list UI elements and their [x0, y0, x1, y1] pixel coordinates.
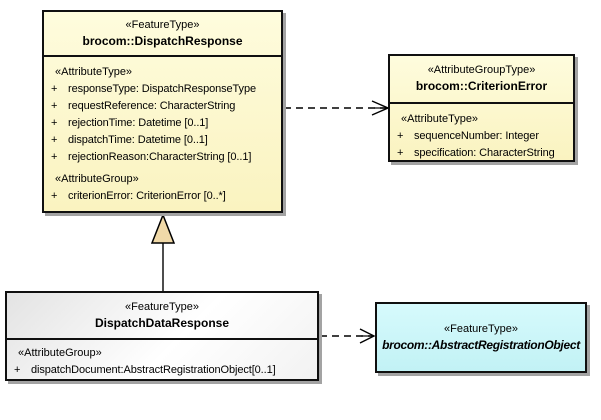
- class-title-compartment: «FeatureType» brocom::DispatchResponse: [44, 12, 281, 57]
- class-name: brocom::DispatchResponse: [82, 33, 243, 48]
- class-name: brocom::AbstractRegistrationObject: [382, 337, 580, 352]
- visibility-plus: +: [51, 134, 58, 146]
- class-box-abstract-registration-object[interactable]: «FeatureType» brocom::AbstractRegistrati…: [375, 302, 587, 373]
- attribute-text: criterionError: CriterionError [0..*]: [68, 190, 226, 202]
- generalization-triangle-icon: [150, 212, 176, 244]
- attribute-text: rejectionTime: Datetime [0..1]: [68, 117, 209, 129]
- section-heading: «AttributeGroup»: [55, 173, 139, 185]
- attribute-text: sequenceNumber: Integer: [414, 130, 539, 142]
- attribute-row[interactable]: + dispatchTime: Datetime [0..1]: [44, 132, 281, 149]
- attribute-text: requestReference: CharacterString: [68, 100, 236, 112]
- class-stereotype: «FeatureType»: [125, 300, 199, 313]
- attribute-text: responseType: DispatchResponseType: [68, 83, 256, 95]
- attribute-row[interactable]: + rejectionTime: Datetime [0..1]: [44, 115, 281, 132]
- attribute-row[interactable]: + criterionError: CriterionError [0..*]: [44, 188, 281, 205]
- attribute-row[interactable]: + responseType: DispatchResponseType: [44, 81, 281, 98]
- attribute-row[interactable]: + requestReference: CharacterString: [44, 98, 281, 115]
- class-stereotype: «FeatureType»: [125, 18, 200, 31]
- class-box-dispatch-response[interactable]: «FeatureType» brocom::DispatchResponse «…: [42, 10, 283, 213]
- class-title-compartment: «FeatureType» brocom::AbstractRegistrati…: [377, 304, 585, 371]
- attribute-text: dispatchDocument:AbstractRegistrationObj…: [31, 364, 276, 376]
- attribute-text: dispatchTime: Datetime [0..1]: [68, 134, 208, 146]
- class-attribute-compartment: «AttributeGroup» + dispatchDocument:Abst…: [7, 340, 317, 379]
- class-stereotype: «AttributeGroupType»: [427, 64, 536, 76]
- class-attribute-compartment: «AttributeType» + responseType: Dispatch…: [44, 57, 281, 205]
- attribute-row[interactable]: + rejectionReason:CharacterString [0..1]: [44, 149, 281, 166]
- dependency-arrow-dispatchdataresponse-abstractregistrationobject[interactable]: [320, 328, 376, 344]
- dependency-arrow-dispatchresponse-criterionerror[interactable]: [284, 100, 390, 116]
- class-stereotype: «FeatureType»: [444, 322, 518, 335]
- class-attribute-compartment: «AttributeType» + sequenceNumber: Intege…: [390, 104, 573, 162]
- attribute-text: rejectionReason:CharacterString [0..1]: [68, 151, 252, 163]
- class-title-compartment: «AttributeGroupType» brocom::CriterionEr…: [390, 56, 573, 104]
- visibility-plus: +: [51, 100, 58, 112]
- class-box-criterion-error[interactable]: «AttributeGroupType» brocom::CriterionEr…: [388, 54, 575, 162]
- visibility-plus: +: [397, 130, 404, 142]
- attribute-row[interactable]: + sequenceNumber: Integer: [390, 128, 573, 145]
- visibility-plus: +: [51, 117, 58, 129]
- section-heading: «AttributeType»: [55, 66, 133, 78]
- section-heading: «AttributeGroup»: [18, 347, 102, 359]
- attribute-text: specification: CharacterString: [414, 147, 555, 159]
- visibility-plus: +: [51, 83, 58, 95]
- visibility-plus: +: [14, 364, 21, 376]
- section-heading: «AttributeType»: [401, 113, 479, 125]
- class-box-dispatch-data-response[interactable]: «FeatureType» DispatchDataResponse «Attr…: [5, 291, 319, 381]
- visibility-plus: +: [51, 190, 58, 202]
- attribute-row[interactable]: + specification: CharacterString: [390, 145, 573, 162]
- generalization-arrow-dispatchdataresponse-dispatchresponse[interactable]: [150, 212, 176, 291]
- visibility-plus: +: [397, 147, 404, 159]
- class-name: DispatchDataResponse: [94, 315, 230, 330]
- class-title-compartment: «FeatureType» DispatchDataResponse: [7, 293, 317, 340]
- attribute-row[interactable]: + dispatchDocument:AbstractRegistrationO…: [7, 362, 317, 379]
- visibility-plus: +: [51, 151, 58, 163]
- class-name: brocom::CriterionError: [415, 79, 548, 93]
